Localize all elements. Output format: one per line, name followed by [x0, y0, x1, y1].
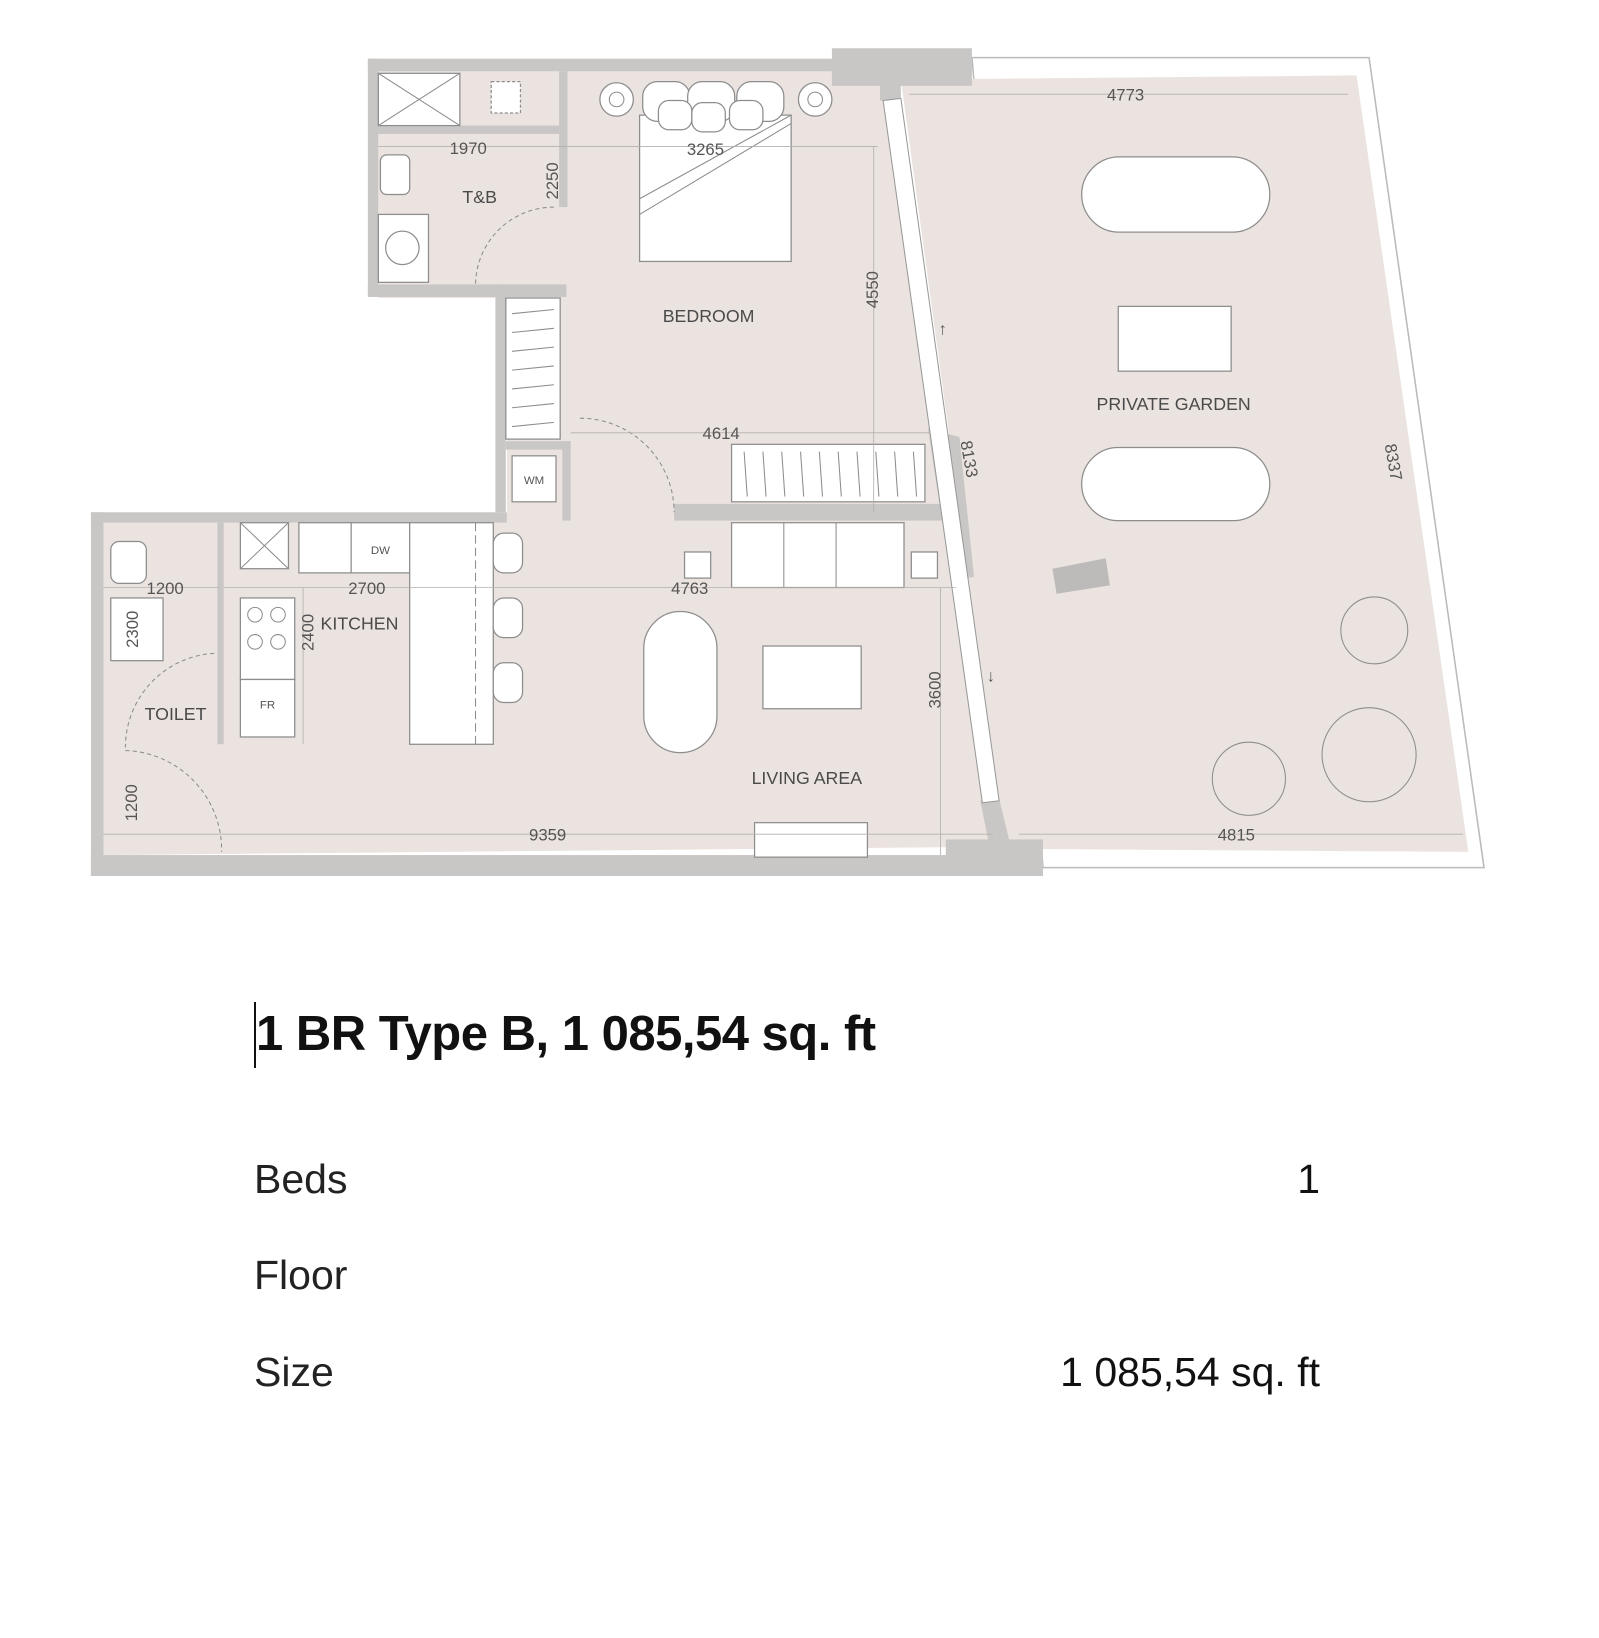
wardrobe: [505, 297, 561, 440]
sliding-window: [882, 97, 1000, 804]
detail-label: Beds: [254, 1156, 348, 1202]
dim-toilet-depth: 2300: [123, 611, 142, 648]
room-label-kitchen: KITCHEN: [321, 613, 399, 633]
dim-bedroom-mid: 4614: [703, 424, 740, 443]
garden-box: [1052, 558, 1110, 594]
detail-value: 1: [1297, 1156, 1320, 1202]
toilet-wc: [110, 540, 147, 584]
kitchen-island: [409, 522, 494, 745]
dim-toilet-width: 1200: [147, 579, 184, 598]
dim-living-depth: 3600: [926, 671, 945, 708]
dim-total-width: 9359: [529, 825, 566, 844]
wardrobe-2: [730, 443, 926, 503]
plant-icon: [683, 551, 712, 579]
fridge: [239, 678, 296, 738]
dim-living-width: 4763: [671, 579, 708, 598]
sink: [298, 522, 352, 574]
washing-machine: [511, 455, 557, 503]
garden-table: [1117, 305, 1232, 372]
sofa: [730, 522, 905, 589]
dw-label: DW: [371, 545, 390, 557]
lounge-chair: [643, 610, 718, 754]
room-label-garden: PRIVATE GARDEN: [1097, 394, 1251, 414]
dimension-lines: [103, 93, 1464, 856]
plant-icon: [1211, 596, 1417, 816]
fixture: [490, 81, 522, 114]
dim-garden-bottom: 4815: [1218, 825, 1255, 844]
detail-label: Size: [254, 1349, 334, 1395]
lamp-icon: [599, 82, 634, 117]
fr-label: FR: [260, 700, 275, 712]
garden-sofa-2: [1081, 446, 1271, 522]
room-label-living: LIVING AREA: [752, 768, 863, 788]
wm-label: WM: [524, 475, 544, 487]
dim-bedroom-depth: 4550: [863, 271, 882, 308]
dim-tb-width: 1970: [450, 139, 487, 158]
dim-kitchen-depth: 2400: [299, 614, 318, 651]
hob: [239, 597, 296, 681]
dim-bedroom-width: 3265: [687, 140, 724, 159]
detail-row-beds: Beds 1: [254, 1156, 1320, 1203]
room-label-tb: T&B: [462, 187, 497, 207]
dishwasher: [350, 522, 411, 574]
toilet-basin: [110, 597, 164, 662]
bar-stools: [492, 532, 524, 704]
bed: [638, 114, 792, 263]
unit-title: 1 BR Type B, 1 085,54 sq. ft: [256, 1007, 876, 1061]
arrow-down-icon: ↓: [987, 667, 995, 686]
room-label-bedroom: BEDROOM: [663, 306, 755, 326]
pillows: [642, 81, 785, 133]
lamp-icon: [797, 82, 833, 117]
plant-icon: [910, 551, 939, 579]
detail-value: 1 085,54 sq. ft: [1060, 1349, 1320, 1395]
room-label-toilet: TOILET: [145, 704, 207, 724]
detail-label: Floor: [254, 1252, 348, 1298]
dim-entry: 1200: [122, 784, 141, 821]
tv-unit: [753, 822, 869, 858]
arrow-up-icon: ↑: [938, 320, 946, 339]
dim-garden-top: 4773: [1107, 85, 1144, 104]
dim-tb-depth: 2250: [543, 162, 562, 199]
dim-kitchen-width: 2700: [348, 579, 385, 598]
detail-row-size: Size 1 085,54 sq. ft: [254, 1349, 1320, 1396]
coffee-table: [762, 645, 862, 710]
text-cursor: [254, 1002, 256, 1068]
garden-sofa: [1081, 156, 1271, 233]
wc: [379, 154, 411, 196]
detail-row-floor: Floor: [254, 1252, 1320, 1299]
